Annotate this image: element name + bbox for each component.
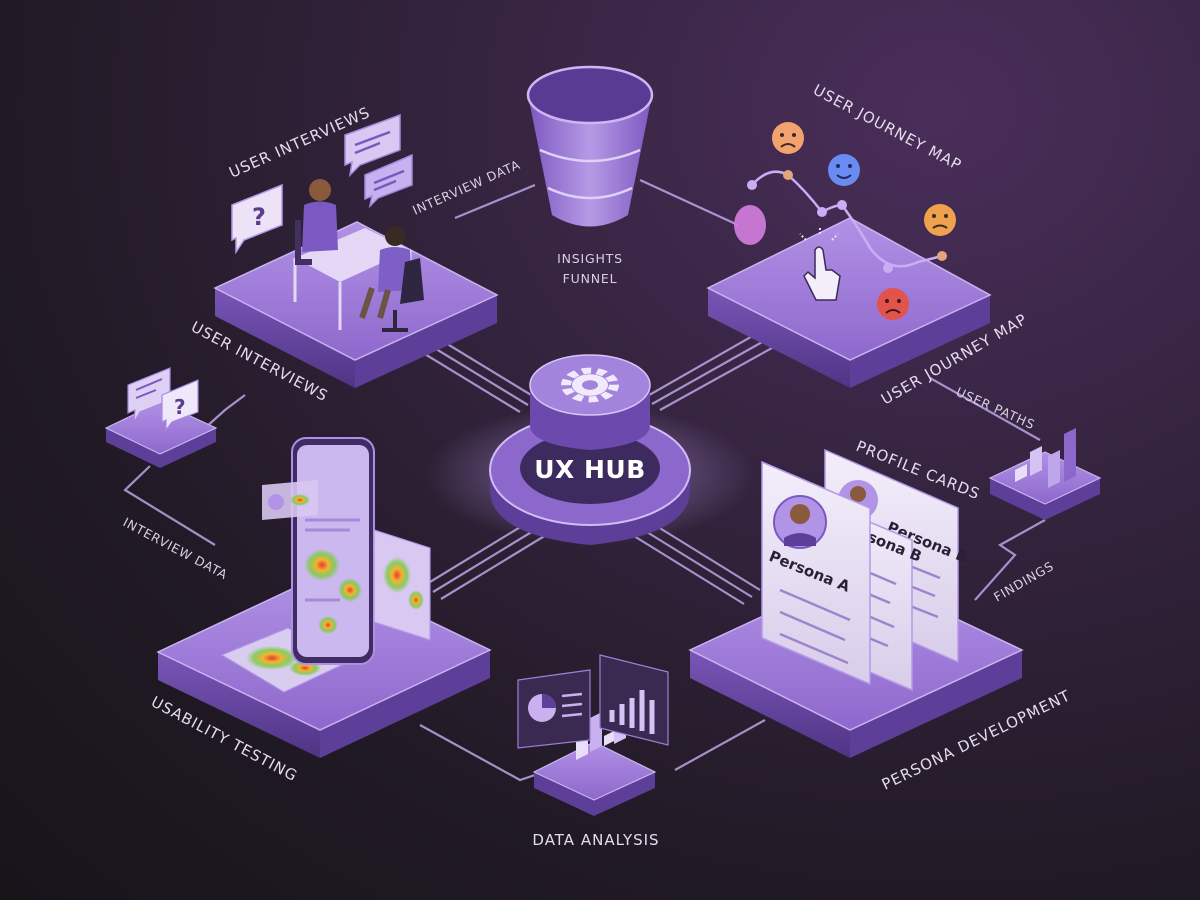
phone-icon[interactable]	[262, 437, 431, 665]
connector-persona-data	[674, 719, 766, 771]
pie-chart-icon	[517, 669, 591, 749]
interviews-link-label: INTERVIEW DATA	[410, 157, 522, 218]
funnel-title-line1: INSIGHTS	[557, 251, 623, 266]
svg-text:?: ?	[252, 203, 266, 231]
connector-journey-hub	[643, 325, 791, 411]
usability-link-label: INTERVIEW DATA	[121, 514, 231, 582]
chat-widget[interactable]: ?	[104, 367, 218, 468]
connector-chat-interviews	[204, 394, 246, 429]
question-chat-icon: ?	[127, 367, 199, 432]
svg-text:?: ?	[174, 395, 186, 419]
bar-chart-icon	[1015, 428, 1076, 488]
journey-link-label: USER PATHS	[954, 384, 1038, 432]
connector-journey-bar	[929, 377, 1041, 441]
hub[interactable]: UX HUB	[425, 354, 755, 545]
data-analysis-title: DATA ANALYSIS	[532, 831, 659, 849]
chat-bubble-icon	[344, 113, 413, 209]
question-bubble-icon: ?	[231, 183, 283, 255]
connector-funnel-interviews	[454, 183, 536, 220]
connector-chat-usability	[123, 465, 216, 546]
interviews-platform[interactable]	[213, 179, 499, 388]
persona-card-front[interactable]: Persona A	[761, 460, 871, 686]
connectors	[123, 179, 1046, 782]
happy-face-icon	[828, 154, 860, 186]
bar-widget[interactable]	[988, 428, 1102, 520]
worried-face-icon	[924, 204, 956, 236]
data-analysis-platform[interactable]	[532, 700, 657, 816]
funnel-title-line2: FUNNEL	[563, 271, 618, 286]
gear-icon	[561, 367, 619, 403]
connector-bar-persona	[974, 519, 1046, 601]
connector-usability-data	[419, 724, 536, 782]
pointer-hand-icon	[799, 226, 841, 301]
connector-funnel-journey	[639, 179, 739, 226]
journey-platform[interactable]	[706, 217, 992, 388]
interview-icons: ?	[231, 113, 413, 255]
hub-label: UX HUB	[534, 455, 646, 484]
sad-face-icon	[772, 122, 804, 154]
persona-link-label: FINDINGS	[991, 558, 1056, 604]
bar-chart-icon	[599, 654, 669, 746]
angry-face-icon	[877, 288, 909, 320]
woman-avatar-icon	[773, 495, 827, 549]
funnel-icon[interactable]	[526, 65, 654, 227]
journey-path	[734, 122, 956, 320]
